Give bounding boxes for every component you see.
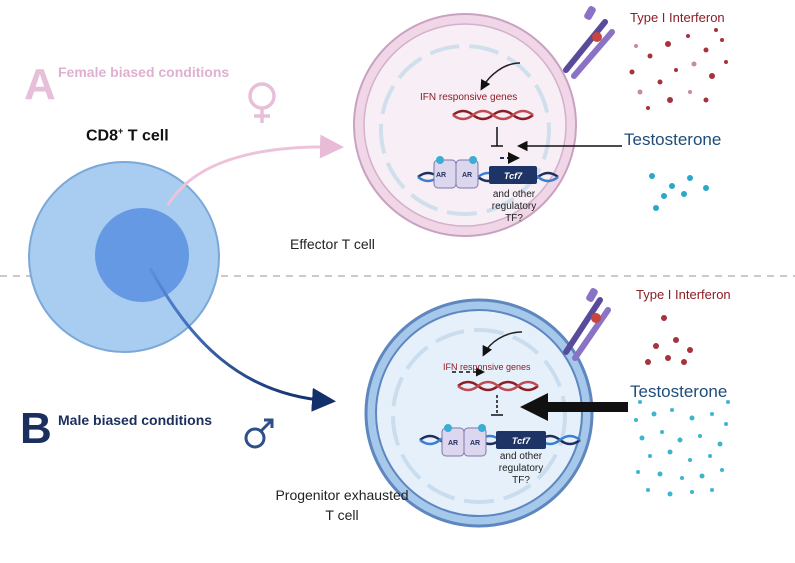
female-condition-label: Female biased conditions	[58, 64, 230, 80]
testosterone-arrow	[520, 393, 628, 421]
female-path-arrow	[166, 134, 344, 206]
svg-text:AR: AR	[470, 440, 480, 447]
effector-cell	[353, 13, 577, 237]
inhibition-mark	[491, 395, 503, 416]
inhibition-mark	[491, 127, 503, 147]
male-condition-label: Male biased conditions	[58, 412, 213, 428]
tcf7-gene-box: Tcf7	[496, 431, 546, 449]
cd8-cell-label: CD8+ T cell	[86, 126, 169, 145]
regulatory-tf-label: and other regulatory TF?	[491, 189, 537, 224]
regulatory-tf-label: and other regulatory TF?	[498, 451, 544, 486]
ifn-gene-dna	[457, 380, 539, 392]
signal-arrow	[482, 331, 523, 357]
androgen-receptor: AR AR	[433, 156, 479, 189]
cd8-t-cell	[28, 161, 220, 353]
ifn-genes-label: IFN responsive genes	[443, 362, 531, 372]
androgen-receptor: AR AR	[441, 424, 487, 457]
cd8-name: CD8	[86, 127, 119, 145]
male-path-arrow	[148, 267, 336, 412]
svg-text:AR: AR	[448, 440, 458, 447]
panel-a-label: A	[24, 60, 56, 109]
tcf7-gene-box: Tcf7	[489, 166, 537, 184]
progenitor-cell-label: Progenitor exhausted T cell	[275, 487, 409, 523]
cd8-superscript: +	[118, 126, 124, 136]
ifn-receptor-icon	[563, 6, 615, 79]
interferon-particles	[645, 315, 693, 365]
interferon-label: Type I Interferon	[630, 10, 725, 25]
effector-cell-label: Effector T cell	[290, 236, 375, 252]
interferon-particles	[629, 28, 728, 110]
interferon-label: Type I Interferon	[636, 287, 731, 302]
female-symbol-icon	[248, 82, 276, 123]
progenitor-cell	[364, 298, 594, 528]
signal-arrow	[480, 62, 521, 91]
ifn-receptor-icon	[563, 288, 611, 361]
testosterone-particles	[649, 173, 709, 211]
svg-text:Tcf7: Tcf7	[512, 436, 531, 446]
ifn-gene-dna	[452, 109, 534, 121]
ifn-genes-label: IFN responsive genes	[420, 92, 518, 103]
cd8-suffix: T cell	[123, 127, 169, 145]
testosterone-label: Testosterone	[630, 382, 728, 401]
svg-text:AR: AR	[462, 172, 472, 179]
svg-text:Tcf7: Tcf7	[504, 171, 523, 181]
panel-b-label: B	[20, 404, 52, 453]
svg-text:AR: AR	[436, 172, 446, 179]
testosterone-particles	[634, 400, 730, 497]
male-symbol-icon	[244, 418, 274, 449]
testosterone-label: Testosterone	[624, 130, 722, 149]
